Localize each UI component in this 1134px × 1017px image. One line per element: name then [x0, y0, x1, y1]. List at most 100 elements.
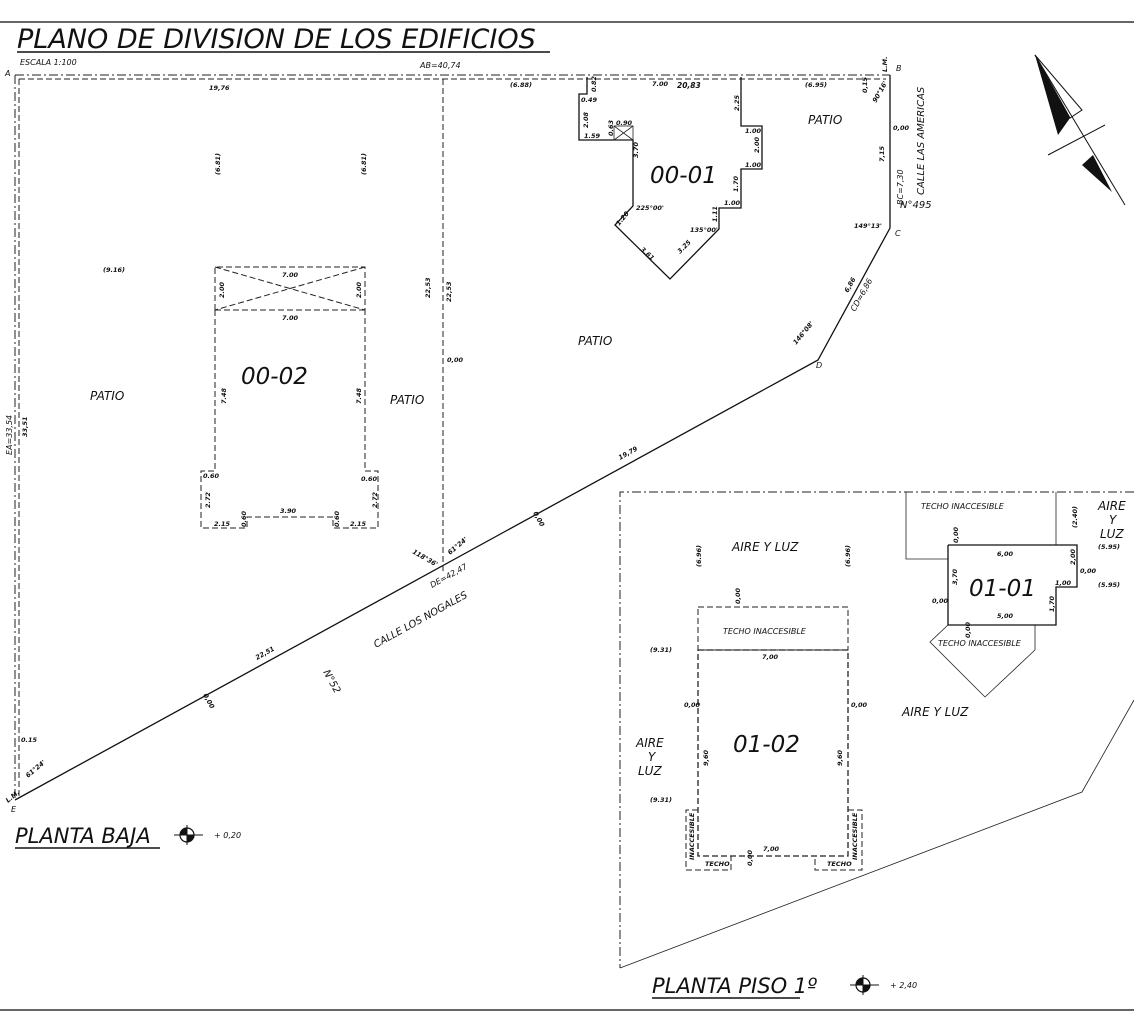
dimension-label: 90°16'	[871, 80, 890, 104]
dimension-label: 0,00	[447, 356, 464, 364]
unit-00-02[interactable]: 00-02	[200, 266, 379, 529]
aire-y-luz-label: AIRE Y LUZ	[731, 540, 799, 554]
dimension-label: 1,70	[1048, 595, 1056, 612]
aire-y-luz-label: AIRE Y LUZ	[901, 705, 969, 719]
dimension-label: (5.95)	[1098, 581, 1120, 589]
dimension-label: 7.00	[652, 80, 669, 88]
street-east-number: N°495	[900, 200, 932, 211]
dim-bc: BC=7,30	[896, 169, 905, 205]
dimension-label: (5.95)	[1098, 543, 1120, 551]
dimension-label: 2.15	[214, 520, 231, 528]
dimension-label: 225°00'	[636, 204, 664, 212]
patio-label: PATIO	[808, 113, 842, 127]
lm-label-b: L.M.	[881, 56, 889, 72]
dimension-label: 1.59	[584, 132, 601, 140]
street-south-number: N°52	[320, 668, 342, 695]
dimension-label: (6.96)	[844, 545, 852, 567]
dimension-label: 61°24'	[24, 758, 47, 779]
inaccesible-label: INACCESIBLE	[688, 812, 696, 860]
dimension-label: 0.60	[240, 510, 248, 527]
dimension-label: (6.81)	[214, 153, 222, 175]
dimension-label: 1.70	[732, 175, 740, 192]
dimension-label: 2.08	[582, 111, 590, 128]
corner-d: D	[816, 361, 822, 370]
dimension-label: 3.25	[676, 238, 693, 255]
dimension-label: 0,00	[952, 526, 960, 543]
dimension-label: 7.48	[355, 387, 363, 404]
dimension-label: (6.81)	[360, 153, 368, 175]
dimension-label: 0.60	[203, 472, 220, 480]
dimension-label: (6.95)	[805, 81, 827, 89]
unit-00-02-dimensions: 7.00 2.00 2.00 7.00 7.48 7.48 0.60 0.60 …	[203, 271, 379, 528]
unit-01-02[interactable]: 01-02	[685, 606, 863, 871]
dimension-label: 2,00	[1069, 548, 1077, 565]
dimension-label: 0,00	[851, 701, 868, 709]
dimension-label: 0.82	[590, 75, 598, 92]
dimension-label: 0,00	[201, 692, 216, 710]
corner-e: E	[11, 805, 17, 814]
dimension-label: 0,00	[684, 701, 701, 709]
dimension-label: (9.31)	[650, 646, 672, 654]
dimension-label: 7.00	[282, 314, 299, 322]
dimension-label: 2.00	[218, 281, 226, 298]
north-arrow-icon	[1034, 54, 1126, 206]
dimension-label: 0,00	[893, 124, 910, 132]
dimension-label: 7,00	[763, 845, 780, 853]
planta-piso-level: + 2,40	[890, 981, 917, 990]
y-label: Y	[648, 750, 657, 764]
techo-label: TECHO	[705, 860, 730, 868]
luz-label: LUZ	[1100, 527, 1124, 541]
aire-label: AIRE	[635, 736, 664, 750]
level-marker-icon	[850, 975, 879, 995]
patio-label: PATIO	[578, 334, 612, 348]
dimension-label: 2.15	[350, 520, 367, 528]
dimension-label: 0.60	[333, 510, 341, 527]
dimension-label: 3.70	[632, 141, 640, 158]
piso-1-dimensions: (6.96) (6.96) (9.31) (9.31) 0,00 7,00 0,…	[650, 506, 1120, 866]
dimension-label: 0.60	[361, 475, 378, 483]
unit-label: 01-02	[733, 732, 800, 758]
dimension-label: 0,00	[531, 510, 546, 528]
piso-1-outline	[619, 491, 1134, 969]
dimension-label: (9.16)	[103, 266, 125, 274]
planta-baja-dimensions: 19,76 (6.81) (6.81) (9.16) 22,53 22,53 0…	[21, 76, 910, 779]
y-label: Y	[1109, 513, 1118, 527]
dimension-label: (6.96)	[695, 545, 703, 567]
dimension-label: 3.90	[280, 507, 297, 515]
dimension-label: 0.49	[581, 96, 598, 104]
dimension-label: 149°13'	[854, 222, 882, 230]
dimension-label: 0.15	[21, 736, 38, 744]
dimension-label: 0,00	[932, 597, 949, 605]
scale-label: ESCALA 1:100	[20, 58, 77, 67]
unit-01-01[interactable]: 01-01	[929, 544, 1078, 698]
dimension-label: 6,00	[997, 550, 1014, 558]
planta-baja-level: + 0,20	[214, 831, 241, 840]
dimension-label: 7,00	[762, 653, 779, 661]
dimension-label: 7,15	[878, 145, 886, 162]
dimension-label: 0,15	[861, 76, 869, 93]
unit-label: 01-01	[969, 576, 1036, 602]
techo-inaccesible-label: TECHO INACCESIBLE	[723, 627, 807, 636]
dimension-label: 9,60	[702, 749, 710, 766]
patio-label: PATIO	[390, 393, 424, 407]
dimension-label: 2.00	[355, 281, 363, 298]
dimension-label: 2.72	[204, 491, 212, 508]
techo-inaccesible-label: TECHO INACCESIBLE	[921, 502, 1005, 511]
techo-inaccesible-label: TECHO INACCESIBLE	[938, 639, 1022, 648]
corner-b: B	[896, 64, 902, 73]
patio-label: PATIO	[90, 389, 124, 403]
unit-00-01[interactable]: 00-01	[578, 77, 763, 280]
dimension-label: 7.48	[220, 387, 228, 404]
techo-label: TECHO	[827, 860, 852, 868]
dimension-label: 146°08'	[791, 320, 815, 346]
dimension-label: 7.00	[282, 271, 299, 279]
dimension-label: (9.31)	[650, 796, 672, 804]
dimension-label: 2.72	[371, 491, 379, 508]
dimension-label: 19,76	[209, 84, 230, 92]
dimension-label: 1.00	[745, 161, 762, 169]
dimension-label: 1.00	[724, 199, 741, 207]
dimension-label: 2.25	[733, 94, 741, 111]
corner-a: A	[4, 69, 10, 78]
dim-ab: AB=40,74	[419, 61, 461, 70]
